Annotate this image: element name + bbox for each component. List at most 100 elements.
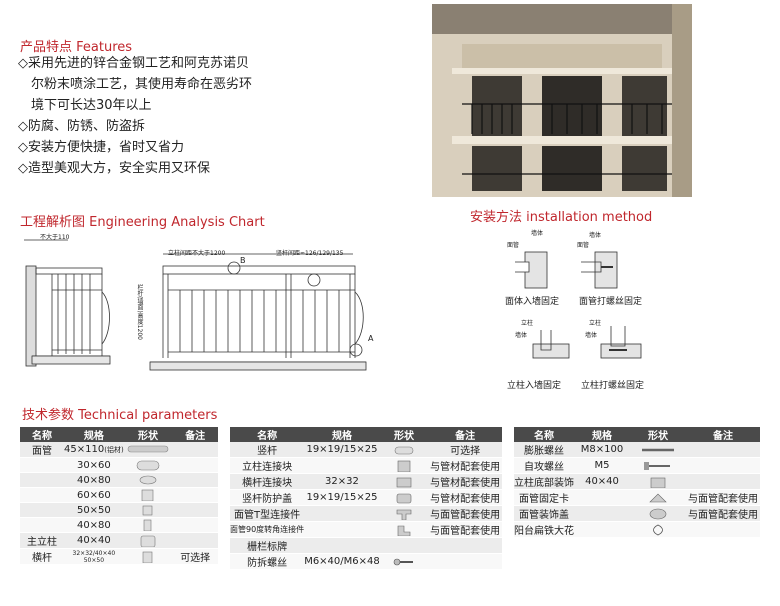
cell-name: 阳台扁铁大花 — [514, 521, 574, 538]
post-icon — [123, 532, 173, 549]
table-row: 面管装饰盖 与面管配套使用 — [514, 505, 760, 522]
cell-name: 主立柱 — [20, 532, 65, 549]
wall-callout: 墙体 — [585, 332, 598, 339]
engineering-title: 工程解析图 Engineering Analysis Chart — [20, 215, 265, 230]
header-name: 名称 — [20, 427, 65, 442]
cell-spec — [574, 489, 630, 506]
tapping-screw-icon — [630, 457, 686, 474]
cell-spec: 19×19/15×25 — [304, 442, 380, 458]
cell-note — [686, 473, 760, 490]
header-name: 名称 — [514, 427, 574, 442]
feature-line: 尔粉末喷涂工艺，其使用寿命在恶劣环 — [31, 77, 253, 92]
header-shape: 形状 — [630, 427, 686, 442]
cell-name: 面管 — [20, 442, 65, 458]
rail-clip-icon — [630, 489, 686, 506]
cell-note — [172, 457, 218, 473]
header-spec: 规格 — [304, 427, 380, 442]
cell-note — [686, 457, 760, 474]
cell-spec: 60×60 — [64, 487, 124, 503]
cell-name: 横杆 — [20, 548, 65, 565]
feature-line: ◇造型美观大方，安全实用又环保 — [18, 161, 210, 176]
wall-callout: 墙体 — [589, 232, 602, 239]
spec-table-3: 名称 规格 形状 备注 膨胀螺丝 M8×100 自攻螺丝 M5 立柱底部装饰 4… — [514, 427, 760, 538]
table-row: 自攻螺丝 M5 — [514, 457, 760, 474]
table-row: 面管固定卡 与面管配套使用 — [514, 489, 760, 506]
spec-table-2: 名称 规格 形状 备注 竖杆 19×19/15×25 可选择 立柱连接块 与管材… — [230, 427, 502, 570]
install-caption: 立柱入墙固定 — [507, 381, 562, 391]
cell-note: 与面管配套使用 — [686, 505, 760, 522]
cell-name — [20, 517, 65, 533]
cell-note — [172, 442, 218, 458]
cell-spec: 19×19/15×25 — [304, 489, 380, 506]
cell-name: 竖杆防护盖 — [230, 489, 305, 506]
cell-name: 横杆连接块 — [230, 473, 305, 490]
cell-spec — [304, 521, 380, 538]
cell-name: 自攻螺丝 — [514, 457, 574, 474]
cell-note — [172, 517, 218, 533]
cell-name: 膨胀螺丝 — [514, 442, 574, 458]
table-row: 面管T型连接件 与面管配套使用 — [230, 505, 502, 522]
cell-note: 与面管配套使用 — [428, 505, 502, 522]
mark-a-label: A — [368, 334, 374, 343]
cell-note: 与管材配套使用 — [428, 457, 502, 474]
cell-spec: 40×40 — [64, 532, 124, 549]
cell-spec: 32×32 — [304, 473, 380, 490]
cell-note: 可选择 — [172, 548, 218, 565]
square-tube-icon — [123, 502, 173, 518]
table-row: 40×80 — [20, 517, 218, 533]
table-row: 竖杆 19×19/15×25 可选择 — [230, 442, 502, 458]
oval-tube-icon — [123, 457, 173, 473]
header-spec: 规格 — [574, 427, 630, 442]
balcony-building-photo — [432, 4, 692, 197]
crossbar-connector-icon — [379, 473, 429, 490]
table-row: 立柱连接块 与管材配套使用 — [230, 457, 502, 474]
cell-spec: 40×80 — [64, 472, 124, 488]
cell-note: 可选择 — [428, 442, 502, 458]
cell-name: 面管T型连接件 — [230, 505, 305, 522]
table-row: 50×50 — [20, 502, 218, 518]
cell-spec: 50×50 — [64, 502, 124, 518]
cell-note — [686, 442, 760, 458]
screw-icon — [379, 553, 429, 570]
header-spec: 规格 — [64, 427, 124, 442]
ellipse-tube-icon — [123, 472, 173, 488]
cell-name: 栅栏标牌 — [230, 537, 305, 554]
header-shape: 形状 — [379, 427, 429, 442]
cell-note — [172, 532, 218, 549]
post-callout: 立柱 — [521, 320, 534, 327]
connector-block-icon — [379, 457, 429, 474]
cell-note — [686, 521, 760, 538]
cell-spec: M5 — [574, 457, 630, 474]
post-base-icon — [630, 473, 686, 490]
table-row: 栅栏标牌 — [230, 537, 502, 554]
mark-b-label: B — [240, 256, 246, 265]
cell-note — [428, 537, 502, 554]
table-row: 主立柱 40×40 — [20, 532, 218, 549]
install-caption: 立柱打螺丝固定 — [581, 381, 645, 391]
table-row: 面管 45×110(铝材) — [20, 442, 218, 458]
header-note: 备注 — [428, 427, 502, 442]
cell-note: 与面管配套使用 — [428, 521, 502, 538]
wall-callout: 墙体 — [515, 332, 528, 339]
cell-name — [20, 472, 65, 488]
engineering-drawing: 不大于110 立柱间距不大于1200 竖杆间距≈126/129/135 栏杆(墙… — [18, 232, 390, 382]
feature-line: ◇安装方便快捷，省时又省力 — [18, 140, 184, 155]
rail-callout: 面管 — [577, 242, 590, 249]
cell-note — [172, 472, 218, 488]
cell-name — [20, 487, 65, 503]
expansion-bolt-icon — [630, 442, 686, 458]
table-row: 40×80 — [20, 472, 218, 488]
cell-name — [20, 502, 65, 518]
header-note: 备注 — [686, 427, 760, 442]
feature-line: ◇防腐、防锈、防盗拆 — [18, 119, 145, 134]
header-note: 备注 — [172, 427, 218, 442]
rail-callout: 面管 — [507, 242, 520, 249]
square-tube-icon — [123, 487, 173, 503]
install-title: 安装方法 installation method — [470, 210, 653, 225]
t-connector-icon — [379, 505, 429, 522]
cell-name: 面管90度转角连接件 — [230, 521, 305, 538]
install-caption: 面管打螺丝固定 — [579, 297, 643, 307]
post-callout: 立柱 — [589, 320, 602, 327]
cell-name: 面管固定卡 — [514, 489, 574, 506]
